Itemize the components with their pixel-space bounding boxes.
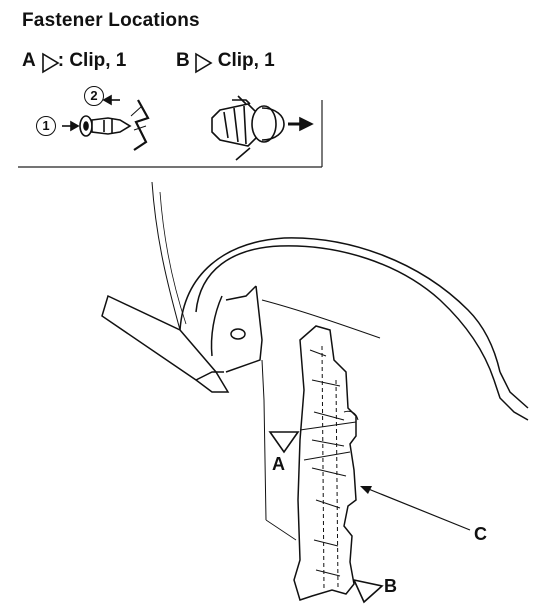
- marker-b: [352, 578, 384, 604]
- step-2-badge: 2: [84, 86, 104, 106]
- callout-c: C: [474, 524, 487, 544]
- marker-a: [268, 431, 300, 454]
- fender-outline: [101, 181, 529, 541]
- legend-triangle-a: [42, 52, 60, 74]
- legend-text-b: Clip, 1: [217, 50, 275, 71]
- legend-text-a: : Clip, 1: [57, 50, 127, 71]
- callout-a: A: [272, 454, 285, 474]
- legend-letter-a: A: [22, 50, 36, 71]
- legend-item-b: B Clip, 1: [176, 50, 275, 72]
- leader-lines: [360, 486, 471, 531]
- legend-letter-b: B: [176, 50, 190, 71]
- diagram-title: Fastener Locations: [22, 10, 200, 31]
- clip-b-illustration: [211, 95, 314, 161]
- step-1-badge: 1: [36, 116, 56, 136]
- legend-triangle-b: [195, 52, 213, 74]
- callout-b: B: [384, 576, 397, 596]
- legend-item-a: A : Clip, 1: [22, 50, 126, 72]
- inset-frame: [18, 100, 323, 168]
- clip-a-illustration: [62, 94, 150, 151]
- panel-c: [293, 325, 359, 601]
